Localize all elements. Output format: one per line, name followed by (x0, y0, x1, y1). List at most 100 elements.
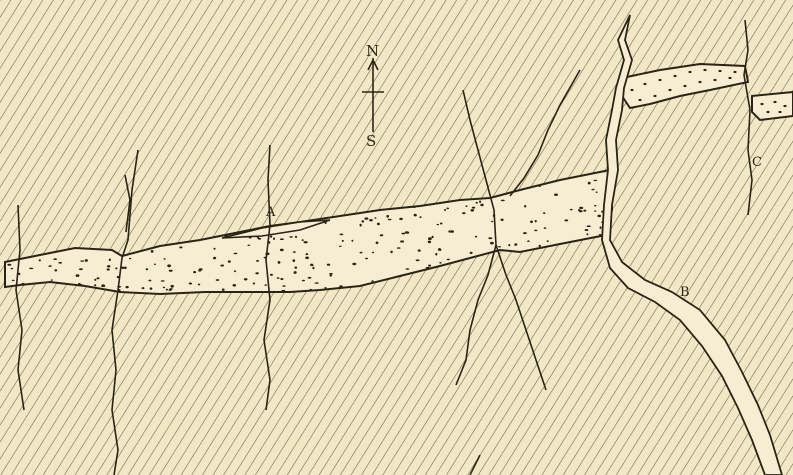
ore-grain (164, 258, 166, 260)
ore-grain (352, 263, 356, 265)
ore-grain (564, 219, 568, 221)
ore-grain (101, 284, 105, 287)
ore-grain (547, 240, 549, 242)
ore-grain (401, 233, 405, 235)
ore-grain (312, 267, 314, 270)
ore-grain (306, 253, 309, 255)
ore-grain (365, 258, 368, 259)
ore-grain (544, 227, 547, 229)
ore-grain (428, 241, 431, 244)
ore-grain (369, 219, 373, 221)
ore-grain (281, 290, 285, 292)
ore-grain (169, 270, 173, 272)
ore-grain (121, 267, 124, 269)
ore-grain (588, 182, 591, 185)
ore-grain (78, 283, 81, 286)
ore-grain (233, 284, 237, 287)
ore-grain (554, 194, 558, 196)
ore-grain (377, 223, 380, 226)
ore-grain (315, 282, 319, 283)
ore-grain (388, 219, 392, 221)
ore-grain (39, 259, 41, 261)
ore-grain (339, 246, 342, 247)
ore-grain (440, 223, 443, 225)
ore-grain (490, 242, 494, 245)
ore-grain (668, 89, 671, 91)
ore-grain (189, 283, 192, 285)
ore-grain (658, 79, 661, 81)
ore-grain (161, 280, 165, 281)
ore-grain (163, 287, 165, 289)
ore-grain (29, 268, 33, 270)
ore-grain (228, 260, 231, 262)
ore-grain (109, 259, 111, 262)
ore-grain (475, 236, 477, 238)
ore-grain (193, 271, 196, 273)
ore-grain (360, 252, 363, 254)
ore-grain (570, 209, 573, 211)
ore-grain (308, 277, 312, 279)
ore-grain (265, 284, 267, 286)
ore-grain (523, 232, 527, 234)
ore-grain (600, 226, 602, 229)
ore-grain (508, 244, 510, 246)
ore-grain (472, 207, 475, 209)
ore-grain (597, 215, 601, 218)
ore-grain (151, 250, 154, 253)
ore-grain (380, 234, 384, 236)
ore-grain (234, 270, 236, 272)
ore-grain (444, 209, 446, 211)
upper-vein-right (752, 92, 793, 120)
ore-grain (428, 237, 432, 240)
ore-grain (282, 285, 285, 287)
ore-grain (703, 69, 706, 71)
ore-grain (293, 259, 296, 262)
ore-grain (630, 89, 633, 91)
ore-grain (673, 75, 676, 77)
ore-grain (688, 71, 691, 73)
ore-grain (351, 240, 353, 242)
ore-grain (585, 229, 589, 231)
ore-grain (435, 253, 437, 256)
ore-grain (362, 220, 365, 222)
ore-grain (220, 265, 224, 267)
ore-grain (270, 274, 273, 276)
ore-grain (253, 283, 255, 285)
ore-grain (339, 285, 343, 288)
ore-grain (578, 209, 581, 211)
ore-grain (386, 215, 389, 218)
ore-grain (330, 274, 333, 276)
ore-grain (278, 261, 281, 264)
ore-grain (85, 259, 88, 262)
ore-grain (534, 230, 537, 232)
ore-grain (543, 212, 546, 214)
ore-grain (539, 245, 541, 247)
ore-grain (280, 249, 284, 252)
ore-grain (342, 240, 344, 242)
ore-grain (148, 280, 151, 282)
ore-grain (450, 230, 454, 233)
ore-grain (683, 85, 686, 87)
ore-grain (713, 79, 716, 81)
ore-grain (94, 279, 96, 281)
ore-grain (107, 268, 110, 270)
ore-grain (372, 252, 374, 254)
ore-grain (289, 236, 292, 238)
ore-grain (400, 240, 404, 242)
ore-grain (11, 268, 13, 270)
ore-grain (418, 249, 421, 251)
ore-grain (327, 264, 330, 266)
ore-grain (501, 219, 504, 221)
ore-grain (462, 212, 465, 214)
ore-grain (79, 268, 83, 270)
ore-grain (199, 268, 203, 270)
label-a: A (265, 205, 276, 220)
ore-grain (376, 242, 379, 245)
ore-grain (146, 268, 148, 270)
ore-grain (270, 236, 272, 238)
ore-grain (324, 287, 326, 289)
ore-grain (783, 105, 786, 107)
ore-grain (471, 209, 475, 212)
